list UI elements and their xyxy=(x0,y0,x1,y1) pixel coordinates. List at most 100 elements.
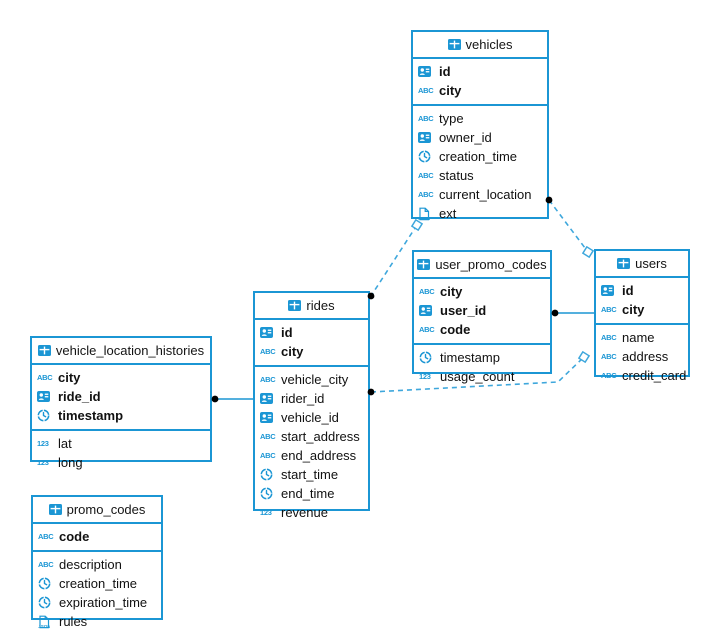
table-header[interactable]: rides xyxy=(255,293,368,320)
table-title: users xyxy=(635,256,667,271)
table-header[interactable]: promo_codes xyxy=(33,497,161,524)
field-label: start_address xyxy=(281,429,360,444)
table-header[interactable]: vehicle_location_histories xyxy=(32,338,210,365)
table-header[interactable]: vehicles xyxy=(413,32,547,59)
id-type-icon xyxy=(260,327,273,338)
abc-type-icon: ABC xyxy=(38,559,54,569)
field-row-timestamp[interactable]: timestamp xyxy=(32,406,210,425)
table-icon xyxy=(37,345,51,356)
abc-type-icon: ABC xyxy=(418,189,434,199)
abc-type-icon: ABC xyxy=(601,304,617,314)
field-row-creation_time[interactable]: creation_time xyxy=(413,147,547,166)
field-label: creation_time xyxy=(439,149,518,164)
table-icon xyxy=(617,258,631,269)
clock-type-icon xyxy=(37,409,50,422)
field-label: end_time xyxy=(281,486,335,501)
field-label: city xyxy=(439,83,462,98)
field-row-city[interactable]: ABC city xyxy=(413,81,547,100)
field-label: ext xyxy=(439,206,457,221)
number-type-icon: 123 xyxy=(37,438,49,448)
field-label: status xyxy=(439,168,474,183)
abc-type-icon: ABC xyxy=(419,324,435,334)
field-row-user_id[interactable]: user_id xyxy=(414,301,550,320)
field-label: rules xyxy=(59,614,88,629)
relation-dot-marker xyxy=(551,309,559,317)
field-label: expiration_time xyxy=(59,595,148,610)
table-header[interactable]: users xyxy=(596,251,688,278)
field-label: id xyxy=(439,64,451,79)
id-type-icon xyxy=(260,412,273,423)
table-header[interactable]: user_promo_codes xyxy=(414,252,550,279)
field-label: timestamp xyxy=(58,408,124,423)
field-label: address xyxy=(622,349,669,364)
abc-type-icon: ABC xyxy=(418,170,434,180)
table-icon xyxy=(48,504,62,515)
id-type-icon xyxy=(37,391,50,402)
field-row-end_time[interactable]: end_time xyxy=(255,484,368,503)
field-row-vehicle_id[interactable]: vehicle_id xyxy=(255,408,368,427)
field-row-timestamp[interactable]: timestamp xyxy=(414,348,550,367)
table-title: promo_codes xyxy=(66,502,146,517)
field-row-id[interactable]: id xyxy=(413,62,547,81)
field-row-vehicle_city[interactable]: ABC vehicle_city xyxy=(255,370,368,389)
field-row-creation_time[interactable]: creation_time xyxy=(33,574,161,593)
field-row-start_time[interactable]: start_time xyxy=(255,465,368,484)
json-type-icon: JSON xyxy=(418,207,430,221)
field-label: vehicle_city xyxy=(281,372,349,387)
field-label: start_time xyxy=(281,467,339,482)
field-row-rider_id[interactable]: rider_id xyxy=(255,389,368,408)
abc-type-icon: ABC xyxy=(260,450,276,460)
abc-type-icon: ABC xyxy=(260,374,276,384)
field-row-status[interactable]: ABC status xyxy=(413,166,547,185)
field-label: timestamp xyxy=(440,350,500,365)
abc-type-icon: ABC xyxy=(418,85,434,95)
field-label: city xyxy=(58,370,81,385)
field-label: user_id xyxy=(440,303,487,318)
field-label: owner_id xyxy=(439,130,492,145)
field-row-ext[interactable]: JSON ext xyxy=(413,204,547,223)
field-row-id[interactable]: id xyxy=(596,281,688,300)
abc-type-icon: ABC xyxy=(601,332,617,342)
abc-type-icon: ABC xyxy=(418,113,434,123)
relation-diamond-marker xyxy=(577,350,591,364)
relationship-user_promo_codes-users[interactable] xyxy=(551,309,594,317)
field-row-id[interactable]: id xyxy=(255,323,368,342)
relationship-vehicles-users[interactable] xyxy=(545,196,595,259)
field-row-ride_id[interactable]: ride_id xyxy=(32,387,210,406)
field-label: id xyxy=(281,325,293,340)
relationship-vehicle_location_histories-rides[interactable] xyxy=(211,395,253,403)
field-row-expiration_time[interactable]: expiration_time xyxy=(33,593,161,612)
field-row-owner_id[interactable]: owner_id xyxy=(413,128,547,147)
